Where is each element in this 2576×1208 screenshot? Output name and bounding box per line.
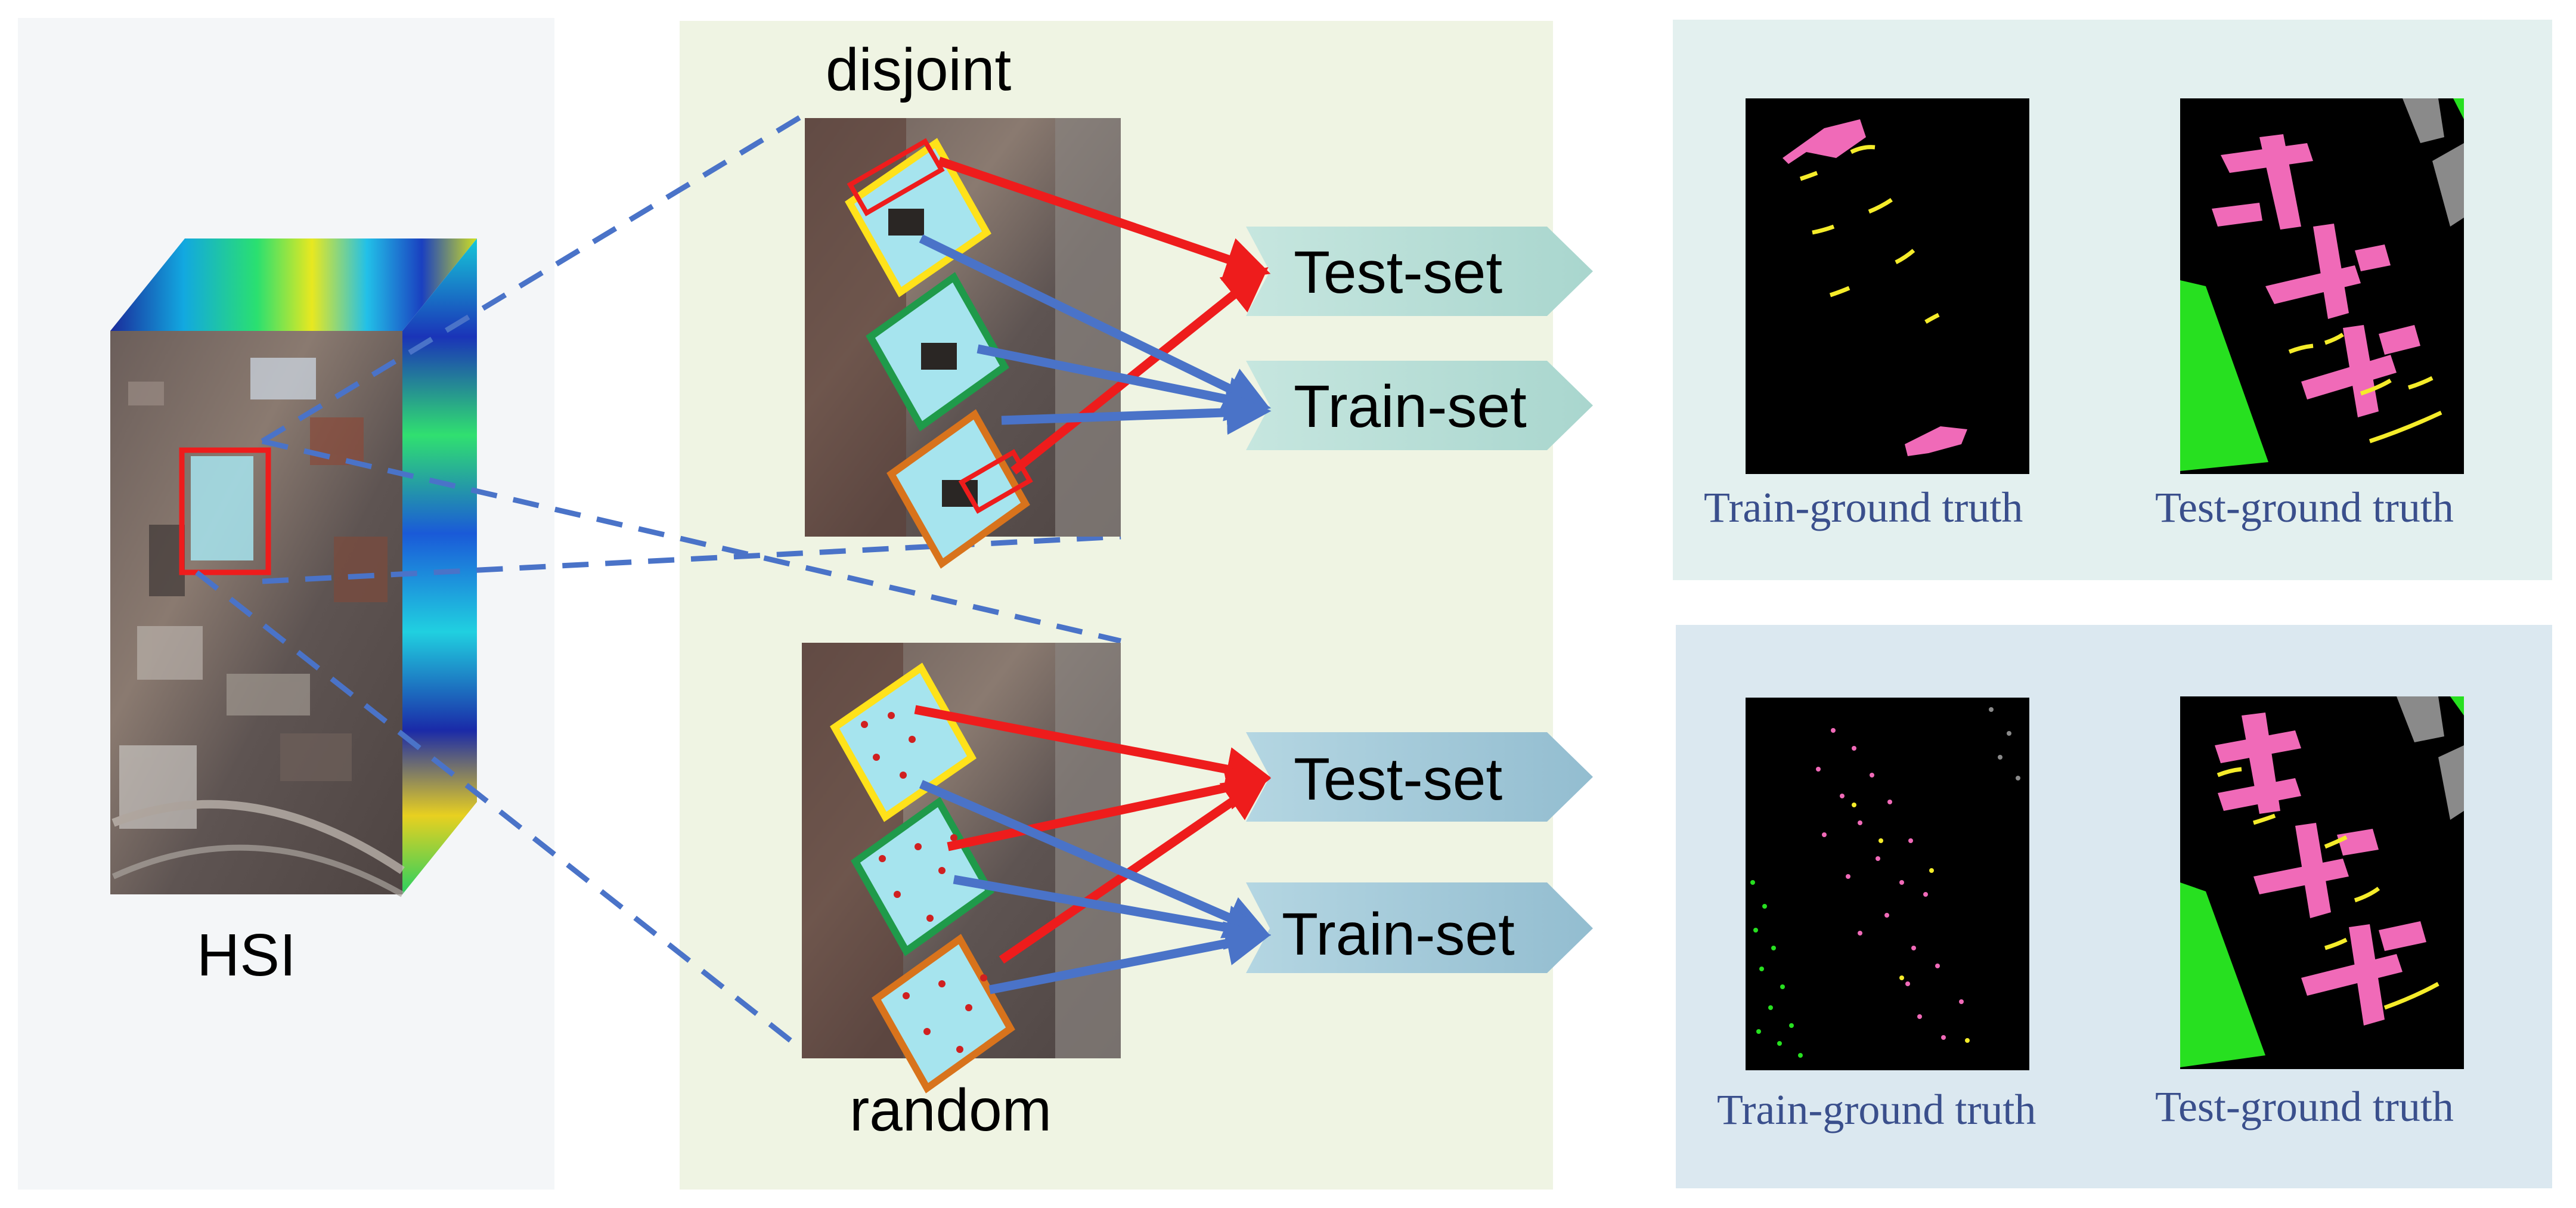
projection-lines <box>195 114 1122 1052</box>
disjoint-arrows <box>919 156 1272 475</box>
hsi-front-texture <box>111 358 405 897</box>
disjoint-patch <box>805 118 1121 569</box>
hsi-building-highlight <box>191 456 253 560</box>
gt-map-train-random <box>1746 698 2029 1070</box>
test-arrow <box>937 156 1271 281</box>
test-arrow <box>914 705 1272 791</box>
train-set-tag-top[interactable] <box>1246 361 1593 450</box>
train-arrow <box>919 234 1270 409</box>
train-arrow <box>1001 390 1272 435</box>
train-arrow <box>919 780 1270 938</box>
gt-map-test-disjoint <box>2180 98 2464 474</box>
train-set-label-disjoint: Train-set <box>1294 373 1527 440</box>
projection-line <box>262 534 1121 584</box>
hsi-label: HSI <box>197 922 296 989</box>
projection-line <box>261 438 1122 644</box>
random-sample-points <box>861 709 987 1053</box>
disjoint-label: disjoint <box>826 36 1012 103</box>
random-label: random <box>850 1077 1052 1144</box>
test-arrow <box>1010 267 1269 475</box>
train-arrow <box>953 875 1272 950</box>
test-set-tag-top[interactable] <box>1246 227 1593 316</box>
train-arrow <box>988 921 1272 995</box>
region-orange <box>872 934 1015 1094</box>
test-arrow <box>947 766 1272 851</box>
projection-line <box>261 114 804 444</box>
train-ground-truth-caption-disjoint: Train-ground truth <box>1704 484 2023 531</box>
train-set-tag-bottom[interactable] <box>1246 882 1593 973</box>
test-ground-truth-caption-disjoint: Test-ground truth <box>2155 484 2454 531</box>
train-arrow <box>977 344 1272 422</box>
test-set-tag-bottom[interactable] <box>1246 732 1593 822</box>
test-set-label-disjoint: Test-set <box>1294 239 1503 306</box>
hsi-cube-side-face <box>402 238 477 894</box>
train-set-label-random: Train-set <box>1282 901 1515 968</box>
region-yellow <box>830 662 977 822</box>
random-patch <box>802 643 1121 1094</box>
test-ground-truth-caption-random: Test-ground truth <box>2155 1083 2454 1130</box>
disjoint-test-region-top <box>847 138 945 216</box>
gt-map-test-random <box>2180 696 2464 1069</box>
hsi-cube <box>110 238 477 897</box>
hsi-selection-box <box>179 447 271 575</box>
random-arrows <box>914 705 1272 995</box>
test-set-label-random: Test-set <box>1294 746 1503 813</box>
train-ground-truth-caption-random: Train-ground truth <box>1717 1086 2036 1133</box>
hsi-cube-top-face <box>110 238 477 331</box>
gt-map-train-disjoint <box>1746 98 2029 474</box>
